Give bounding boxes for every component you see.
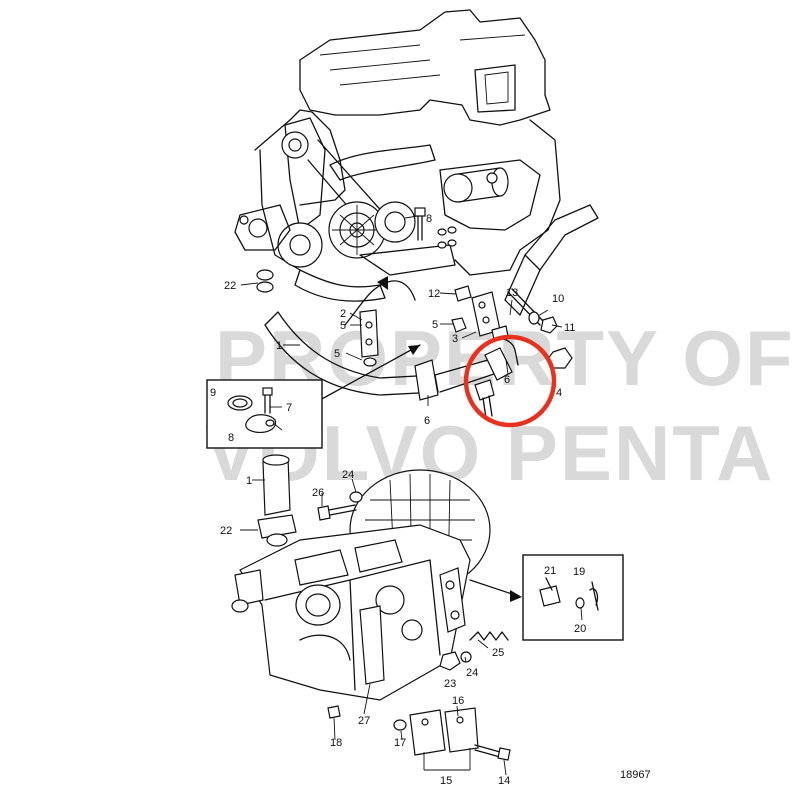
callout-25: 25 [492,647,504,659]
callout-21: 21 [544,565,556,577]
callout-22: 22 [220,525,232,537]
callout-9: 9 [210,387,216,399]
callout-8: 8 [228,432,234,444]
callout-10: 10 [552,293,564,305]
callout-6: 6 [424,415,430,427]
callout-5: 5 [334,348,340,360]
callout-7: 7 [286,402,292,414]
leader-lines [240,215,583,776]
pointer-arrows [319,276,421,401]
callout-27: 27 [358,715,370,727]
coolant-hose-assembly [256,269,573,419]
callout-20: 20 [574,623,586,635]
callout-5: 5 [432,319,438,331]
callout-3: 3 [452,333,458,345]
callout-5: 5 [340,320,346,332]
inset-detail-19-20-21 [469,554,624,641]
callout-2: 2 [340,308,346,320]
highlight-circle [463,334,557,428]
gearbox-drawing [231,454,511,761]
callout-4: 4 [556,387,562,399]
callout-15: 15 [440,775,452,787]
callout-17: 17 [394,737,406,749]
callout-22: 22 [224,280,236,292]
callout-1: 1 [276,340,282,352]
callout-6: 6 [504,374,510,386]
callout-labels: 22 1 2 5 5 8 12 5 3 13 10 11 6 4 6 9 7 8… [210,213,586,787]
callout-8: 8 [426,213,432,225]
drawing-number: 18967 [620,769,651,781]
callout-11: 11 [564,322,575,334]
callout-18: 18 [330,737,342,749]
inset-detail-7-8-9 [206,379,323,449]
callout-23: 23 [444,678,456,690]
callout-24: 24 [466,667,478,679]
callout-14: 14 [498,775,510,787]
callout-13: 13 [506,287,518,299]
callout-26: 26 [312,487,324,499]
callout-12: 12 [428,288,440,300]
callout-1: 1 [246,475,252,487]
engine-block-drawing [234,9,599,316]
callout-24: 24 [342,469,354,481]
callout-19: 19 [573,566,585,578]
callout-16: 16 [452,695,464,707]
